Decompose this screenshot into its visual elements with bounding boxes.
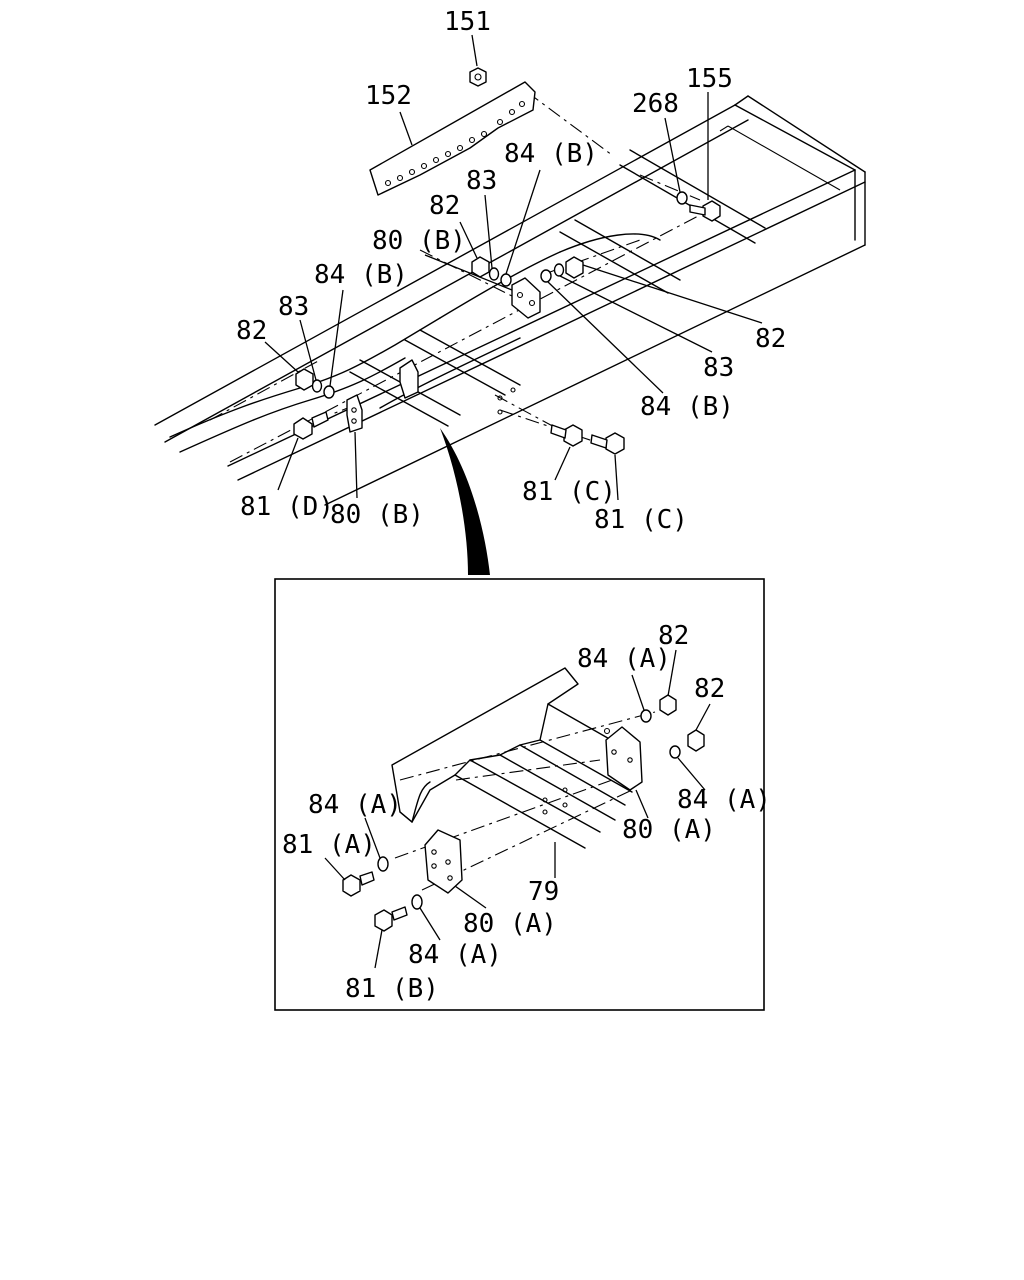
bolt-155 — [689, 200, 721, 222]
label-268: 268 — [632, 89, 679, 119]
label-80b-bottom: 80 (B) — [330, 500, 424, 530]
detail-frame-rail — [391, 667, 656, 891]
detail-inset-frame — [274, 578, 765, 1011]
label-84b-right: 84 (B) — [640, 392, 734, 422]
label-84a-right: 84 (A) — [677, 785, 771, 815]
label-83-right: 83 — [703, 353, 734, 383]
label-82-a: 82 — [658, 621, 689, 651]
label-152: 152 — [365, 81, 412, 111]
nut-151 — [469, 67, 487, 87]
label-83-top: 83 — [466, 166, 497, 196]
bracket-80a-right — [603, 726, 643, 791]
bracket-80b-lower — [346, 359, 419, 433]
bolt-81c-a — [550, 424, 583, 447]
upper-leader-lines — [264, 34, 763, 501]
label-84a-bottom: 84 (A) — [408, 940, 502, 970]
label-81d: 81 (D) — [240, 492, 334, 522]
bolt-81c-b — [590, 432, 625, 455]
label-81c-b: 81 (C) — [594, 505, 688, 535]
bracket-80b-upper — [511, 277, 541, 319]
label-82-top: 82 — [429, 191, 460, 221]
label-82-left: 82 — [236, 316, 267, 346]
chassis-frame — [154, 91, 866, 506]
label-82-right: 82 — [755, 324, 786, 354]
fastener-stack-left — [295, 368, 335, 399]
label-81b: 81 (B) — [345, 974, 439, 1004]
label-81c-a: 81 (C) — [522, 477, 616, 507]
label-80a-left: 80 (A) — [463, 909, 557, 939]
label-84b-top: 84 (B) — [504, 139, 598, 169]
label-81a: 81 (A) — [282, 830, 376, 860]
label-155: 155 — [686, 64, 733, 94]
label-151: 151 — [444, 7, 491, 37]
reinforcement-plate-152 — [369, 81, 536, 196]
detail-fasteners — [342, 694, 705, 932]
label-84b-left: 84 (B) — [314, 260, 408, 290]
label-82-b: 82 — [694, 674, 725, 704]
fastener-stack-right — [540, 256, 584, 283]
detail-callout-pointer — [440, 428, 490, 575]
label-79: 79 — [528, 877, 559, 907]
label-84a-top: 84 (A) — [577, 644, 671, 674]
label-80a-right: 80 (A) — [622, 815, 716, 845]
bolt-81d — [293, 411, 329, 440]
detail-leader-lines — [324, 649, 711, 969]
label-84a-left: 84 (A) — [308, 790, 402, 820]
label-83-left: 83 — [278, 292, 309, 322]
washer-268 — [676, 191, 688, 205]
bracket-80a-left — [424, 829, 463, 894]
label-80b-top: 80 (B) — [372, 226, 466, 256]
